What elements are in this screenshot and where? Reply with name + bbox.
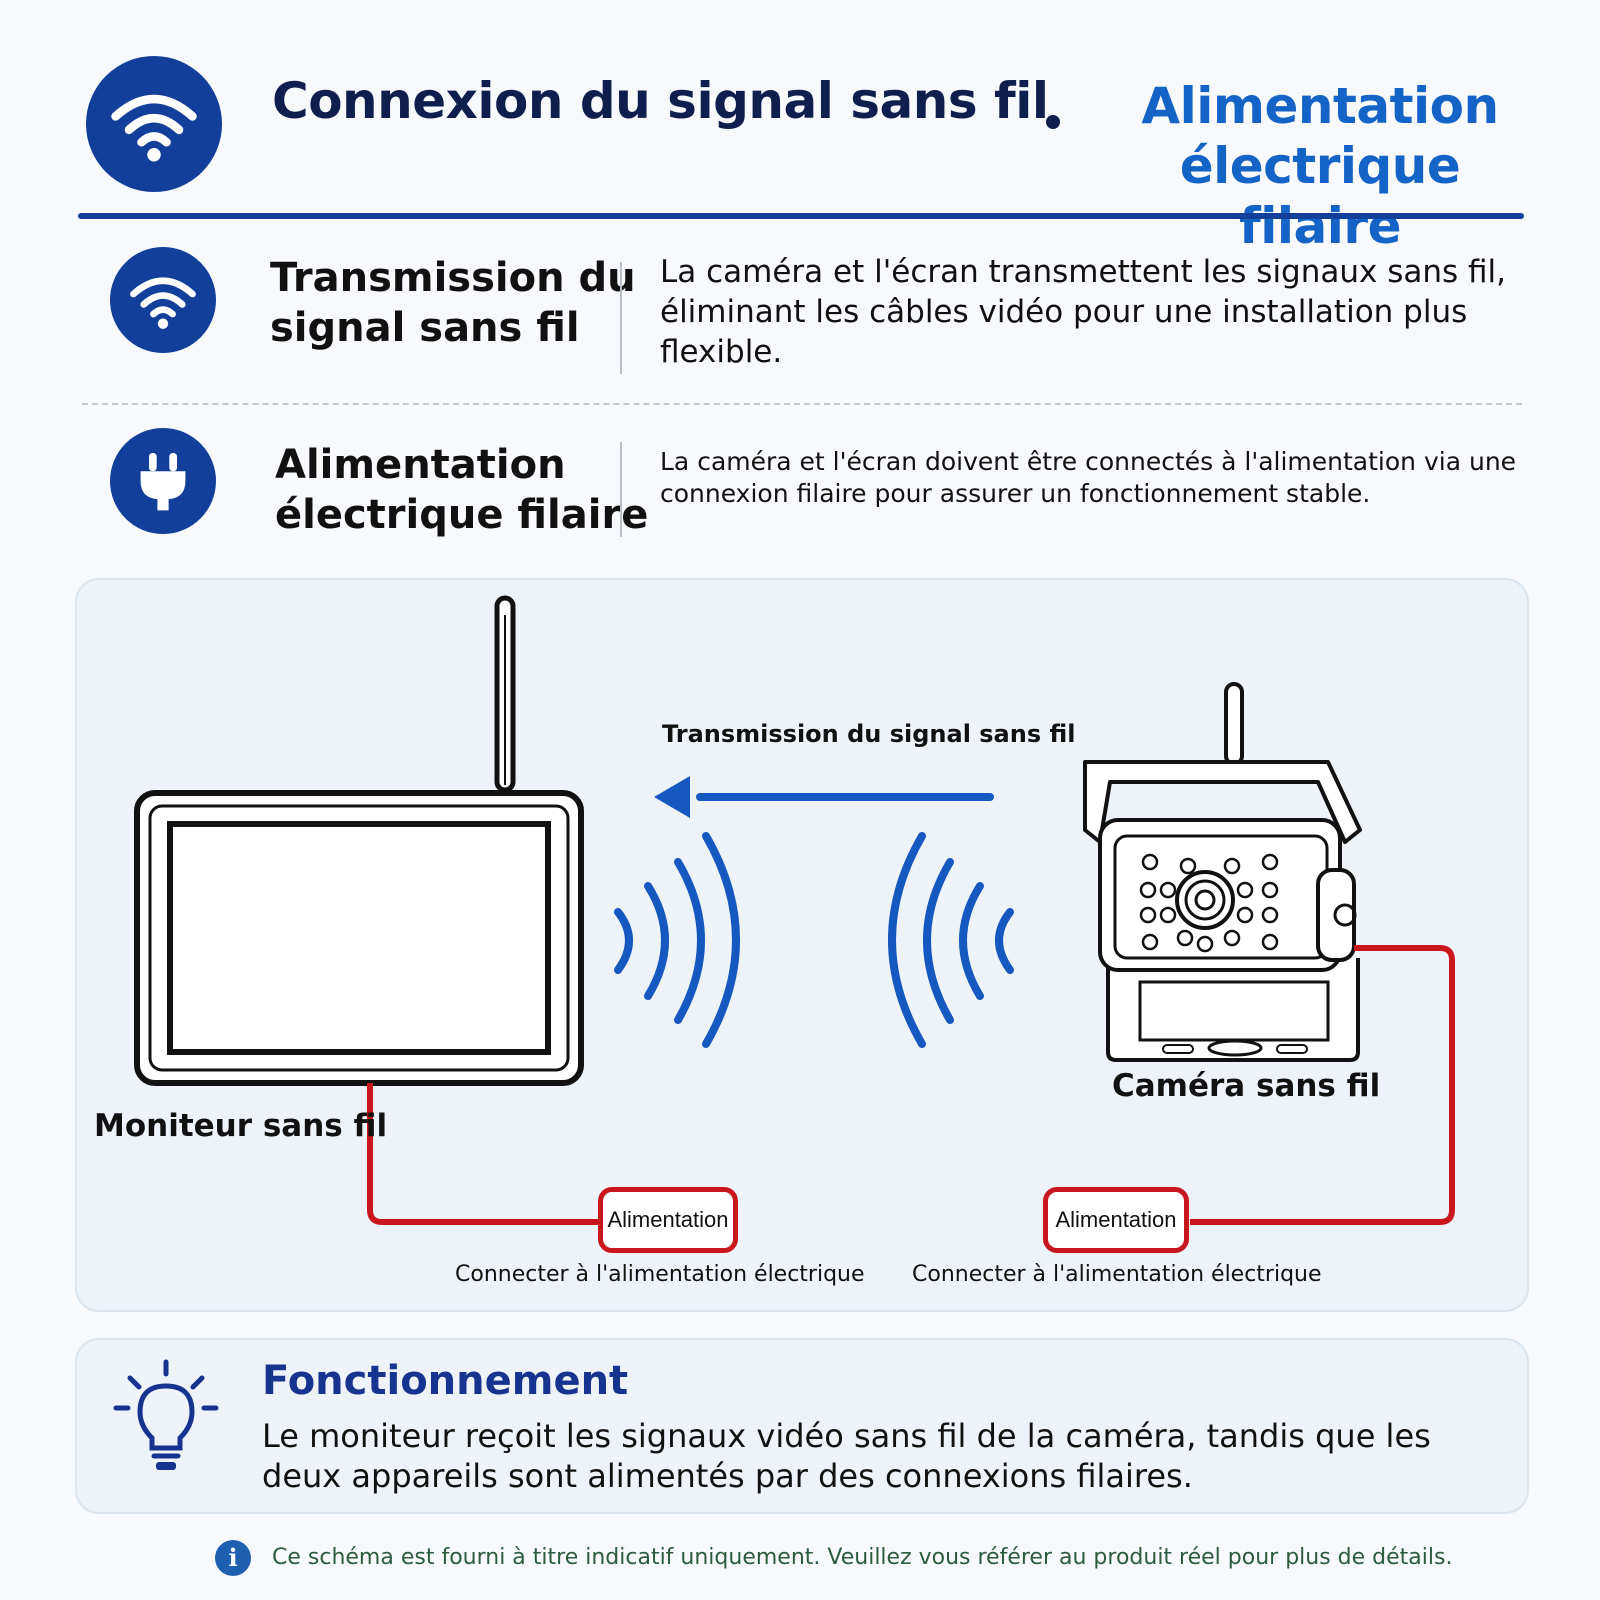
power-box-right: Alimentation: [1043, 1187, 1189, 1253]
camera-device: [1083, 682, 1362, 1062]
feature-title-power: Alimentation électrique filaire: [275, 440, 648, 540]
feature-title-line: Transmission du: [270, 255, 636, 301]
feature-separator: [620, 442, 622, 537]
power-sub-left: Connecter à l'alimentation électrique: [455, 1262, 865, 1287]
info-icon: i: [215, 1540, 251, 1576]
alt-title: Alimentation électrique filaire: [1100, 76, 1540, 256]
alt-title-line1: Alimentation: [1141, 77, 1499, 135]
feature-desc-wireless: La caméra et l'écran transmettent les si…: [660, 254, 1507, 370]
lightbulb-icon: [113, 1359, 219, 1470]
footer-disclaimer: Ce schéma est fourni à titre indicatif u…: [272, 1545, 1453, 1570]
header-wifi-badge: [86, 56, 222, 192]
info-title: Fonctionnement: [262, 1358, 629, 1404]
alt-title-line2: électrique filaire: [1179, 137, 1461, 255]
plug-icon: [140, 453, 186, 511]
feature-desc-power: La caméra et l'écran doivent être connec…: [660, 447, 1517, 508]
header-rule: [78, 213, 1524, 219]
power-sub-right: Connecter à l'alimentation électrique: [912, 1262, 1322, 1287]
feature-wifi-badge: [110, 247, 216, 353]
power-box-label: Alimentation: [607, 1207, 729, 1232]
signal-waves-right: [888, 832, 1014, 1048]
wifi-icon: [130, 277, 196, 329]
feature-divider: [82, 403, 1522, 405]
title-bullet: [1046, 115, 1060, 129]
power-box-label: Alimentation: [1055, 1207, 1177, 1232]
feature-plug-badge: [110, 428, 216, 534]
feature-title-wireless: Transmission du signal sans fil: [270, 253, 636, 353]
monitor-antenna: [494, 595, 516, 793]
feature-title-line: Alimentation: [275, 442, 566, 488]
power-box-left: Alimentation: [598, 1187, 738, 1253]
monitor-label: Moniteur sans fil: [94, 1108, 388, 1144]
feature-title-line: signal sans fil: [270, 305, 580, 351]
wifi-icon: [111, 94, 197, 162]
power-cables: [367, 945, 1455, 1225]
camera-label: Caméra sans fil: [1112, 1068, 1381, 1104]
signal-waves-left: [614, 832, 740, 1048]
feature-title-line: électrique filaire: [275, 492, 649, 538]
info-box: [75, 1338, 1529, 1514]
page-title: Connexion du signal sans fil: [272, 72, 1049, 130]
signal-arrow: [654, 776, 994, 818]
feature-separator: [620, 262, 622, 374]
signal-label: Transmission du signal sans fil: [662, 720, 1076, 748]
info-text: Le moniteur reçoit les signaux vidéo san…: [262, 1417, 1431, 1495]
monitor-device: [134, 790, 584, 1086]
